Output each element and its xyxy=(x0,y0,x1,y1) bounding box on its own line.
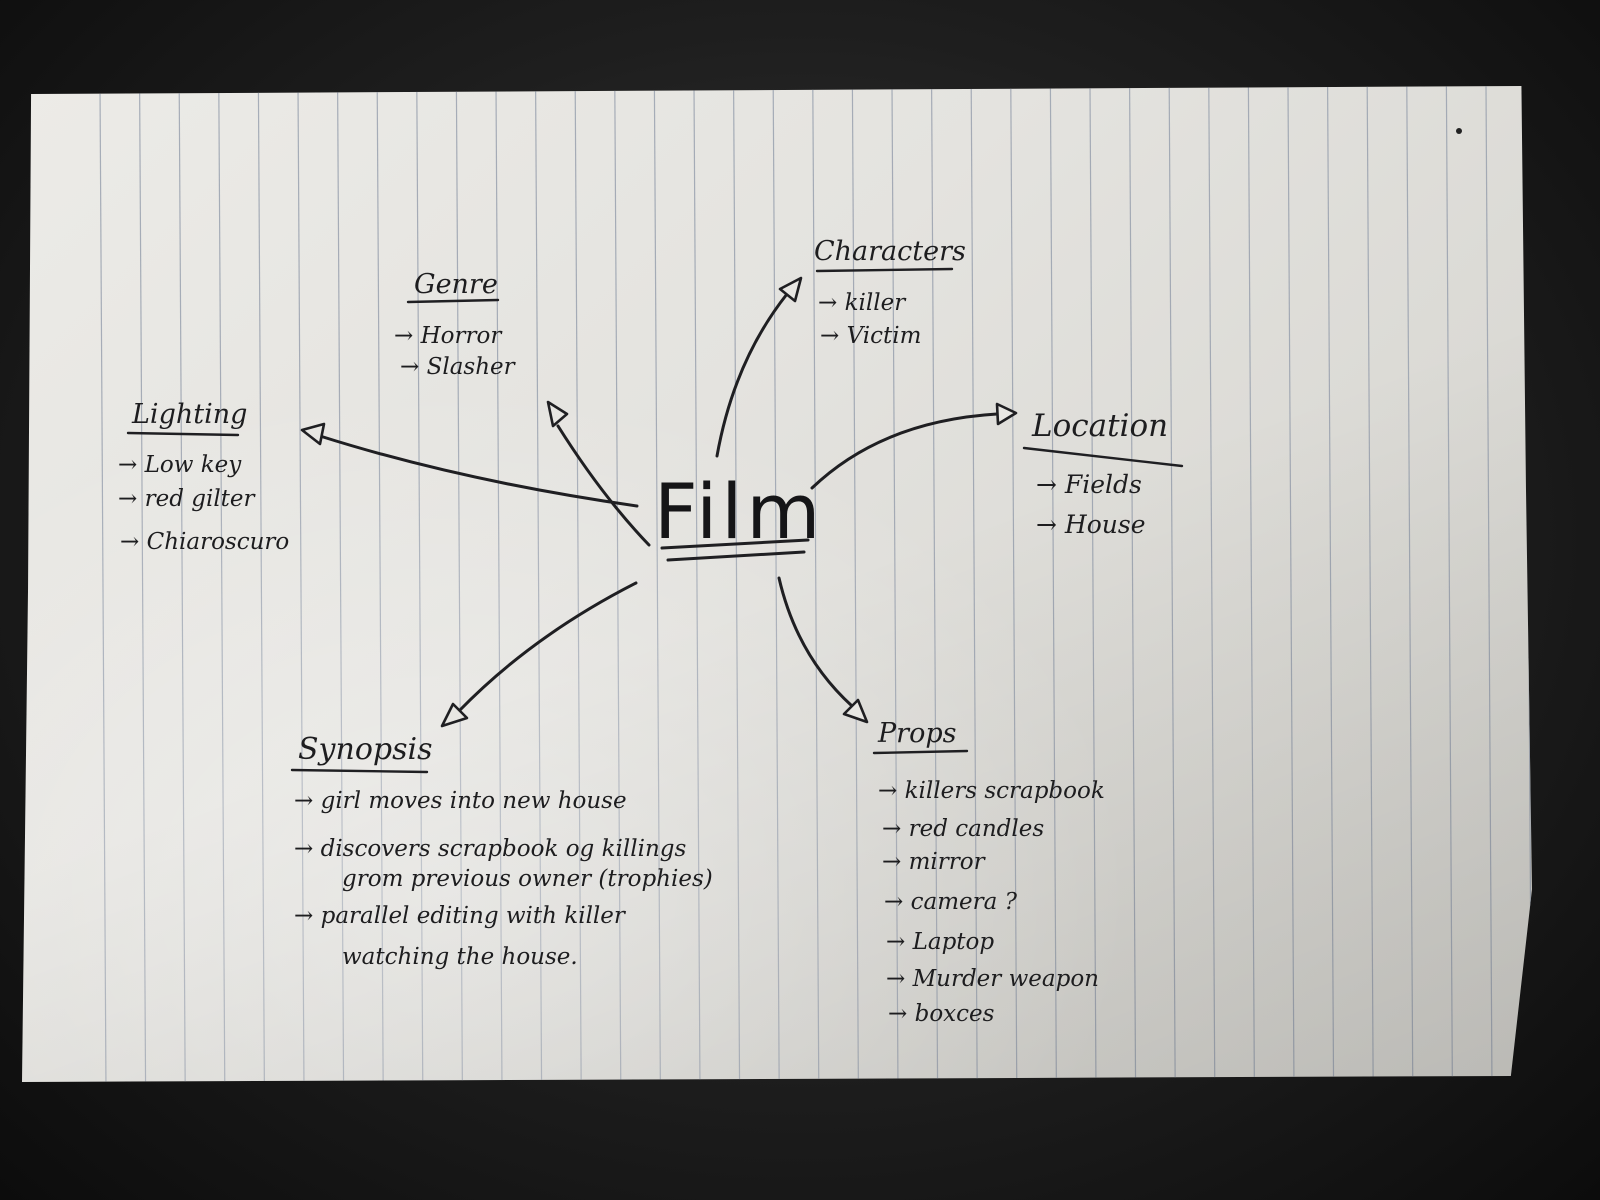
ruled-line xyxy=(732,86,741,1082)
ruled-line xyxy=(1089,86,1097,1082)
ruled-line xyxy=(1406,86,1414,1082)
lighting-item: → Chiaroscuro xyxy=(120,529,289,555)
location-item: → House xyxy=(1036,510,1146,539)
arrow-to-synopsis xyxy=(457,581,638,713)
notebook-page: Film Genre → Horror → Slasher Characters… xyxy=(22,86,1532,1082)
props-item: → Murder weapon xyxy=(886,966,1099,992)
genre-heading: Genre xyxy=(414,269,498,300)
location-item: → Fields xyxy=(1036,470,1142,499)
mind-map: Film Genre → Horror → Slasher Characters… xyxy=(118,128,1462,1027)
synopsis-item: grom previous owner (trophies) xyxy=(342,866,713,892)
genre-branch: Genre → Horror → Slasher xyxy=(394,269,517,380)
arrow-to-location xyxy=(810,412,999,490)
props-item: → camera ? xyxy=(884,889,1018,915)
props-item: → boxces xyxy=(888,1001,995,1027)
center-node: Film xyxy=(654,467,820,562)
synopsis-heading: Synopsis xyxy=(298,732,432,767)
genre-underline xyxy=(406,298,500,304)
ruled-line xyxy=(495,86,503,1082)
synopsis-item: → parallel editing with killer xyxy=(294,903,627,929)
ruled-line xyxy=(653,86,662,1082)
ruled-line xyxy=(812,86,820,1082)
arrow-head-synopsis xyxy=(440,702,469,728)
ruled-line xyxy=(416,86,424,1082)
arrow-head-props xyxy=(842,698,869,724)
props-underline xyxy=(872,749,969,755)
characters-item: → Victim xyxy=(820,323,921,349)
arrow-head-location xyxy=(995,402,1018,426)
ruled-line xyxy=(337,86,345,1082)
location-heading: Location xyxy=(1031,408,1168,444)
lighting-item: → Low key xyxy=(118,452,242,478)
synopsis-item: → girl moves into new house xyxy=(294,788,627,814)
lighting-item: → red gilter xyxy=(118,486,257,512)
props-item: → killers scrapbook xyxy=(878,778,1105,804)
synopsis-branch: Synopsis → girl moves into new house → d… xyxy=(290,732,713,970)
props-item: → mirror xyxy=(882,849,987,875)
ruled-line xyxy=(534,86,543,1082)
ruled-line xyxy=(178,86,186,1082)
ruled-line xyxy=(851,86,860,1082)
center-underline-2 xyxy=(666,550,806,562)
lighting-underline xyxy=(126,431,240,437)
ruled-line xyxy=(257,86,265,1082)
arrow-to-characters xyxy=(715,292,789,458)
synopsis-item: watching the house. xyxy=(342,944,578,970)
genre-item: → Horror xyxy=(394,323,503,349)
ruled-line xyxy=(772,86,780,1082)
ruled-line xyxy=(376,86,384,1082)
lighting-heading: Lighting xyxy=(131,399,247,430)
ruled-line xyxy=(970,86,978,1082)
characters-item: → killer xyxy=(818,290,907,316)
ruled-line xyxy=(1326,86,1335,1082)
arrow-head-lighting xyxy=(300,422,326,446)
ruled-line xyxy=(1287,86,1295,1082)
synopsis-item: → discovers scrapbook og killings xyxy=(294,836,686,862)
lighting-branch: Lighting → Low key → red gilter → Chiaro… xyxy=(118,399,289,555)
ruled-line xyxy=(1168,86,1176,1082)
ruled-line xyxy=(1010,86,1018,1082)
arrow-head-characters xyxy=(778,276,803,303)
ruled-line xyxy=(139,86,147,1082)
characters-heading: Characters xyxy=(814,236,966,267)
genre-item: → Slasher xyxy=(400,354,517,380)
arrow-head-genre xyxy=(546,400,569,428)
location-underline xyxy=(1022,446,1184,468)
characters-underline xyxy=(815,267,954,273)
ruled-line xyxy=(1128,86,1137,1082)
location-branch: Location → Fields → House xyxy=(1022,408,1184,539)
arrow-to-lighting xyxy=(318,434,639,508)
arrow-to-props xyxy=(777,576,854,708)
ruled-line xyxy=(1247,86,1256,1082)
props-branch: Props → killers scrapbook → red candles … xyxy=(872,718,1105,1027)
props-heading: Props xyxy=(877,718,956,749)
ruled-line xyxy=(297,86,305,1082)
ruled-line xyxy=(1049,86,1058,1082)
ruled-line xyxy=(455,86,463,1082)
arrows xyxy=(300,276,1018,728)
ruled-lines xyxy=(99,86,1532,1082)
ruled-line xyxy=(1445,86,1454,1082)
ruled-line xyxy=(1208,86,1216,1082)
ruled-line xyxy=(99,86,107,1082)
ruled-line xyxy=(218,86,226,1082)
ruled-line xyxy=(1366,86,1374,1082)
ruled-line xyxy=(1485,86,1493,1082)
ink-dot xyxy=(1456,128,1462,134)
arrow-to-genre xyxy=(556,424,651,547)
ruled-line xyxy=(614,86,622,1082)
ruled-line xyxy=(930,86,939,1082)
synopsis-underline xyxy=(290,768,429,774)
characters-branch: Characters → killer → Victim xyxy=(814,236,966,349)
ruled-line xyxy=(891,86,899,1082)
ruled-line xyxy=(574,86,582,1082)
props-item: → red candles xyxy=(882,816,1044,842)
ruled-line xyxy=(693,86,701,1082)
props-item: → Laptop xyxy=(886,929,994,955)
center-underline-1 xyxy=(660,538,810,550)
